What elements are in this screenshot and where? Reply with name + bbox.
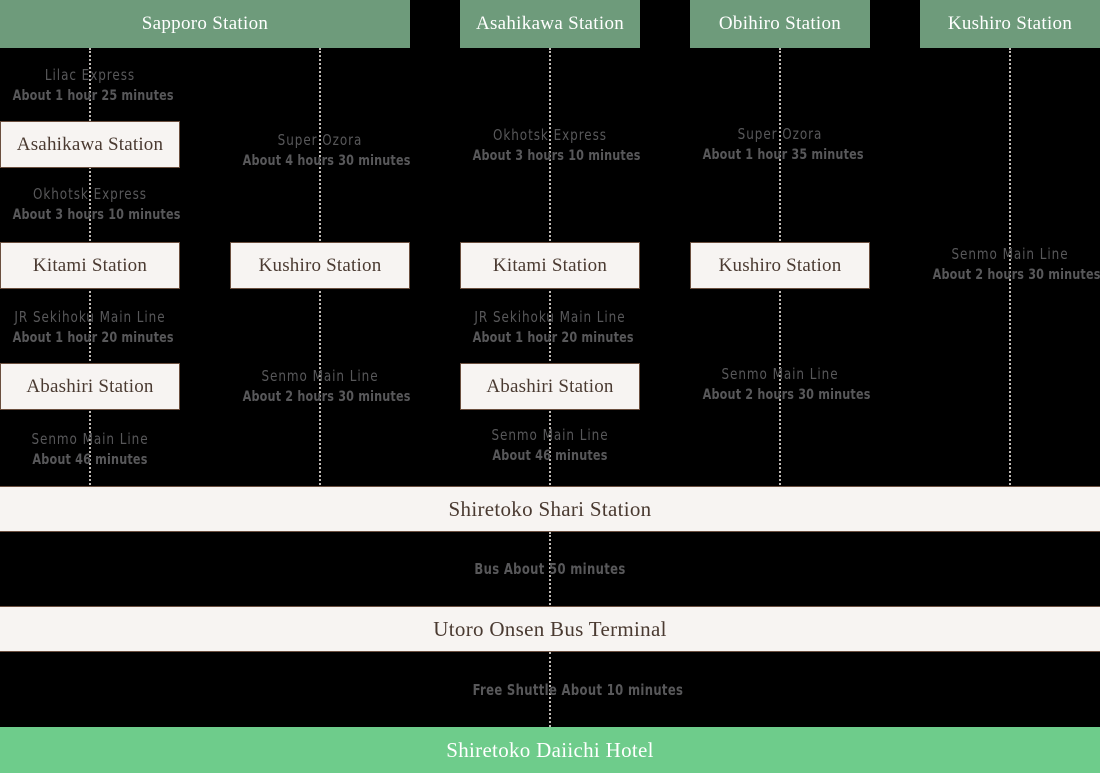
header-label: Obihiro Station [718,13,842,34]
station-label: Kushiro Station [718,254,842,276]
rail-kushiro [1009,48,1013,488]
station-label: Asahikawa Station [16,133,164,155]
station-bar-shiretoko-shari[interactable]: Shiretoko Shari Station [0,486,1100,532]
station-label: Kitami Station [32,254,148,276]
header-obihiro-station[interactable]: Obihiro Station [690,0,870,48]
station-box-abashiri-col3[interactable]: Abashiri Station [460,363,640,410]
rail-bus-leg [549,532,553,605]
header-label: Kushiro Station [947,13,1073,34]
station-label: Kitami Station [492,254,608,276]
header-kushiro-station[interactable]: Kushiro Station [920,0,1100,48]
station-box-kitami[interactable]: Kitami Station [0,242,180,289]
rail-shuttle-leg [549,652,553,727]
header-sapporo-station[interactable]: Sapporo Station [0,0,410,48]
header-label: Asahikawa Station [475,13,625,34]
station-box-kushiro-col2[interactable]: Kushiro Station [230,242,410,289]
station-box-kitami-col3[interactable]: Kitami Station [460,242,640,289]
destination-label: Shiretoko Daiichi Hotel [446,737,654,762]
station-bar-utoro-onsen-terminal[interactable]: Utoro Onsen Bus Terminal [0,606,1100,652]
station-box-abashiri[interactable]: Abashiri Station [0,363,180,410]
destination-bar-shiretoko-daiichi-hotel[interactable]: Shiretoko Daiichi Hotel [0,727,1100,773]
station-label: Utoro Onsen Bus Terminal [433,616,667,641]
station-box-asahikawa[interactable]: Asahikawa Station [0,121,180,168]
station-label: Abashiri Station [486,375,614,397]
header-asahikawa-station[interactable]: Asahikawa Station [460,0,640,48]
station-label: Shiretoko Shari Station [448,496,652,521]
station-label: Kushiro Station [258,254,382,276]
header-label: Sapporo Station [141,13,269,34]
station-box-kushiro-col4[interactable]: Kushiro Station [690,242,870,289]
station-label: Abashiri Station [26,375,154,397]
